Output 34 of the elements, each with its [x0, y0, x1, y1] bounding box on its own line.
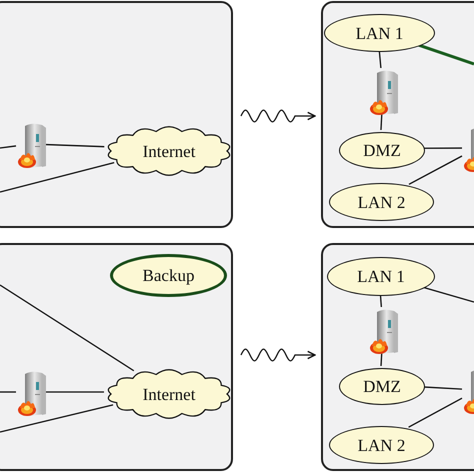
connector-line — [0, 145, 16, 149]
node-label: Internet — [142, 142, 196, 160]
connector-line — [423, 147, 462, 149]
connector-line — [378, 50, 382, 68]
panel — [0, 1, 233, 228]
node-label: Internet — [142, 386, 196, 402]
node-label: LAN 2 — [358, 194, 406, 210]
panel — [321, 243, 474, 471]
panel — [321, 1, 474, 228]
connector-line — [380, 294, 382, 308]
node-label: DMZ — [363, 142, 401, 159]
wavy-arrow — [240, 348, 316, 362]
connector-line — [0, 404, 114, 433]
connector-line — [380, 352, 382, 366]
connector-line — [46, 391, 104, 393]
connector-line — [0, 391, 16, 393]
connector-line — [380, 114, 382, 130]
connector-line — [416, 43, 474, 66]
connector-line — [408, 155, 462, 185]
panel — [0, 243, 233, 471]
node-label: LAN 1 — [357, 268, 405, 285]
connector-line — [422, 386, 462, 390]
connector-line — [46, 144, 104, 148]
connector-line — [0, 284, 134, 372]
connector-line — [408, 398, 462, 428]
wavy-arrow — [240, 110, 316, 122]
connector-line — [0, 162, 114, 193]
node-label: DMZ — [363, 378, 401, 395]
cloud-shape — [106, 369, 232, 419]
node-label: Backup — [142, 267, 194, 284]
ellipse-node — [324, 14, 435, 52]
cloud-shape — [106, 126, 232, 176]
node-label: LAN 1 — [356, 24, 404, 42]
node-label: LAN 2 — [358, 436, 406, 454]
